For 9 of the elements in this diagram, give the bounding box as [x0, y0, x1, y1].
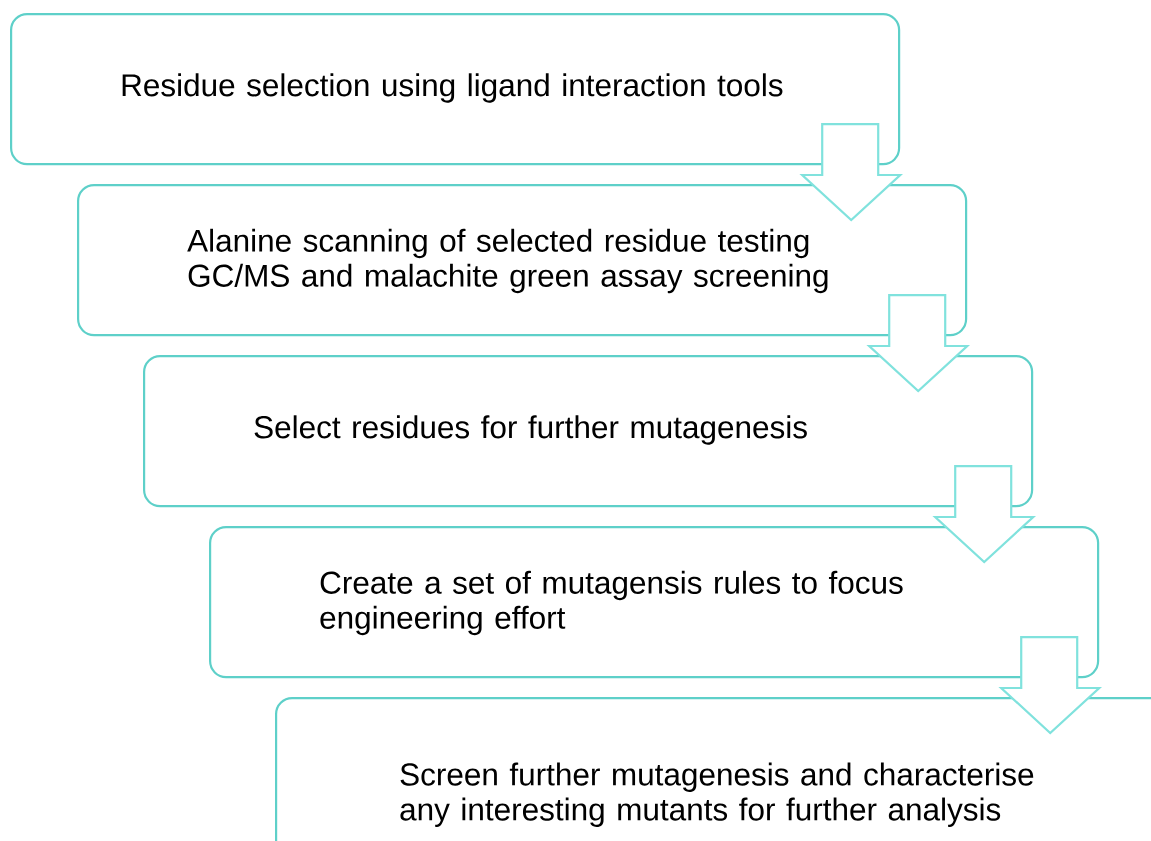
block-arrow	[998, 636, 1103, 735]
process-box: Select residues for further mutagenesis	[143, 355, 1034, 508]
process-box: Create a set of mutagensis rules to focus engineering effort	[209, 526, 1100, 679]
process-box: Residue selection using ligand interaction tools	[10, 13, 901, 166]
block-arrow	[932, 465, 1037, 564]
block-arrow	[799, 123, 904, 222]
block-arrow	[866, 294, 971, 393]
process-box: Alanine scanning of selected residue testing GC/MS and malachite green assay screening	[77, 184, 968, 337]
process-box: Screen further mutagenesis and characterise any interesting mutants for further analysis	[275, 697, 1151, 841]
